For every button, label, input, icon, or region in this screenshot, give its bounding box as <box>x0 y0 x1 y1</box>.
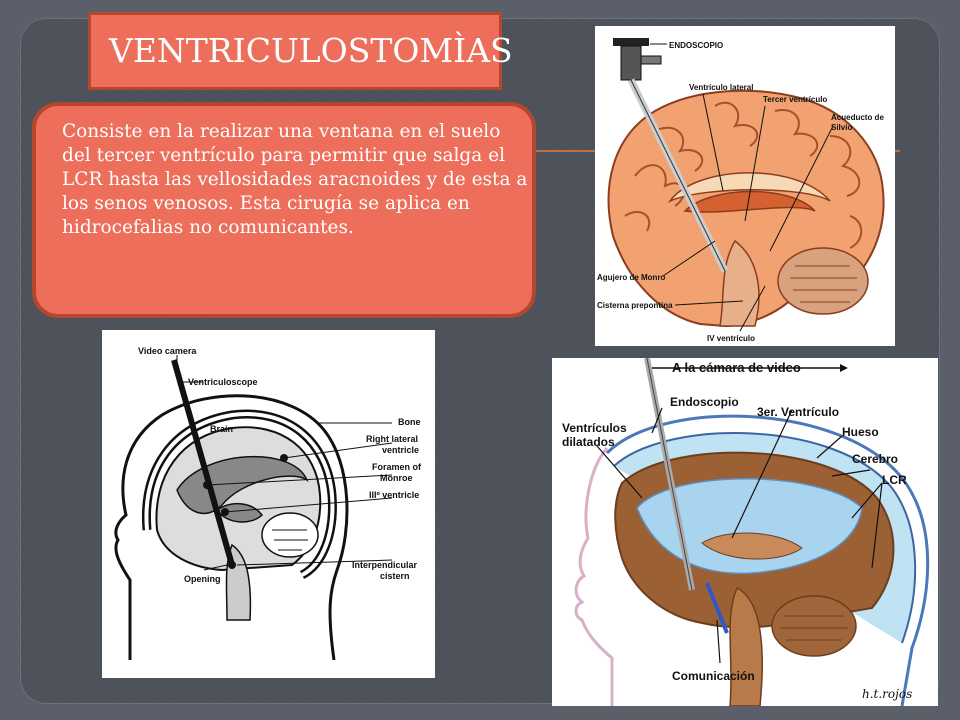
title-box: VENTRICULOSTOMÌAS <box>88 12 513 90</box>
label-right-lateral: Right lateral <box>366 434 418 444</box>
head-color-illustration: A la cámara de video Endoscopio 3er. Ven… <box>562 358 930 706</box>
description-box: Consiste en la realizar una ventana en e… <box>32 102 536 318</box>
label-endoscopio: ENDOSCOPIO <box>669 41 723 50</box>
label-dilatados: dilatados <box>562 435 615 449</box>
label-ventriculos: Ventrículos <box>562 421 627 435</box>
label-monroe: Monroe <box>380 473 413 483</box>
figure-endoscope-head-color: A la cámara de video Endoscopio 3er. Ven… <box>552 358 938 706</box>
label-interpendicular: Interpendicular <box>352 560 418 570</box>
label-ventricle: ventricle <box>382 445 419 455</box>
label-hueso: Hueso <box>842 425 879 439</box>
label-video-camera: Video camera <box>138 346 197 356</box>
label-foramen-of: Foramen of <box>372 462 422 472</box>
label-ventriculo-lateral: Ventrículo lateral <box>689 83 753 92</box>
label-silvio: Silvio <box>831 123 852 132</box>
label-brain: Brain <box>210 424 233 434</box>
label-cistern: cistern <box>380 571 410 581</box>
label-camara: A la cámara de video <box>672 360 801 375</box>
head-profile-illustration: Video camera Ventriculoscope Brain Bone … <box>114 346 422 661</box>
label-tercer-ventriculo: Tercer ventrículo <box>763 95 827 104</box>
label-cerebro: Cerebro <box>852 452 898 466</box>
label-endoscopio-bottom: Endoscopio <box>670 395 739 409</box>
label-iv-ventriculo: IV ventrículo <box>707 334 755 343</box>
label-cisterna-prepontina: Cisterna prepontina <box>597 301 673 310</box>
signature: h.t.rojos <box>862 687 912 701</box>
description-text: Consiste en la realizar una ventana en e… <box>62 121 528 238</box>
brain-sagittal-illustration: ENDOSCOPIO Ventrículo lateral Tercer ven… <box>597 38 885 343</box>
label-lcr: LCR <box>882 473 907 487</box>
label-ventriculoscope: Ventriculoscope <box>188 377 258 387</box>
label-third-ventricle: IIIº ventricle <box>369 490 419 500</box>
label-acueducto: Acueducto de <box>831 113 884 122</box>
figure-endoscope-sagittal: ENDOSCOPIO Ventrículo lateral Tercer ven… <box>595 26 895 346</box>
label-opening: Opening <box>184 574 221 584</box>
label-agujero-monro: Agujero de Monro <box>597 273 666 282</box>
label-bone: Bone <box>398 417 421 427</box>
figure-ventriculoscope-head: Video camera Ventriculoscope Brain Bone … <box>102 330 435 678</box>
slide-title: VENTRICULOSTOMÌAS <box>109 31 513 70</box>
label-tercer-ventriculo-bottom: 3er. Ventrículo <box>757 405 839 419</box>
label-comunicacion: Comunicación <box>672 669 755 683</box>
